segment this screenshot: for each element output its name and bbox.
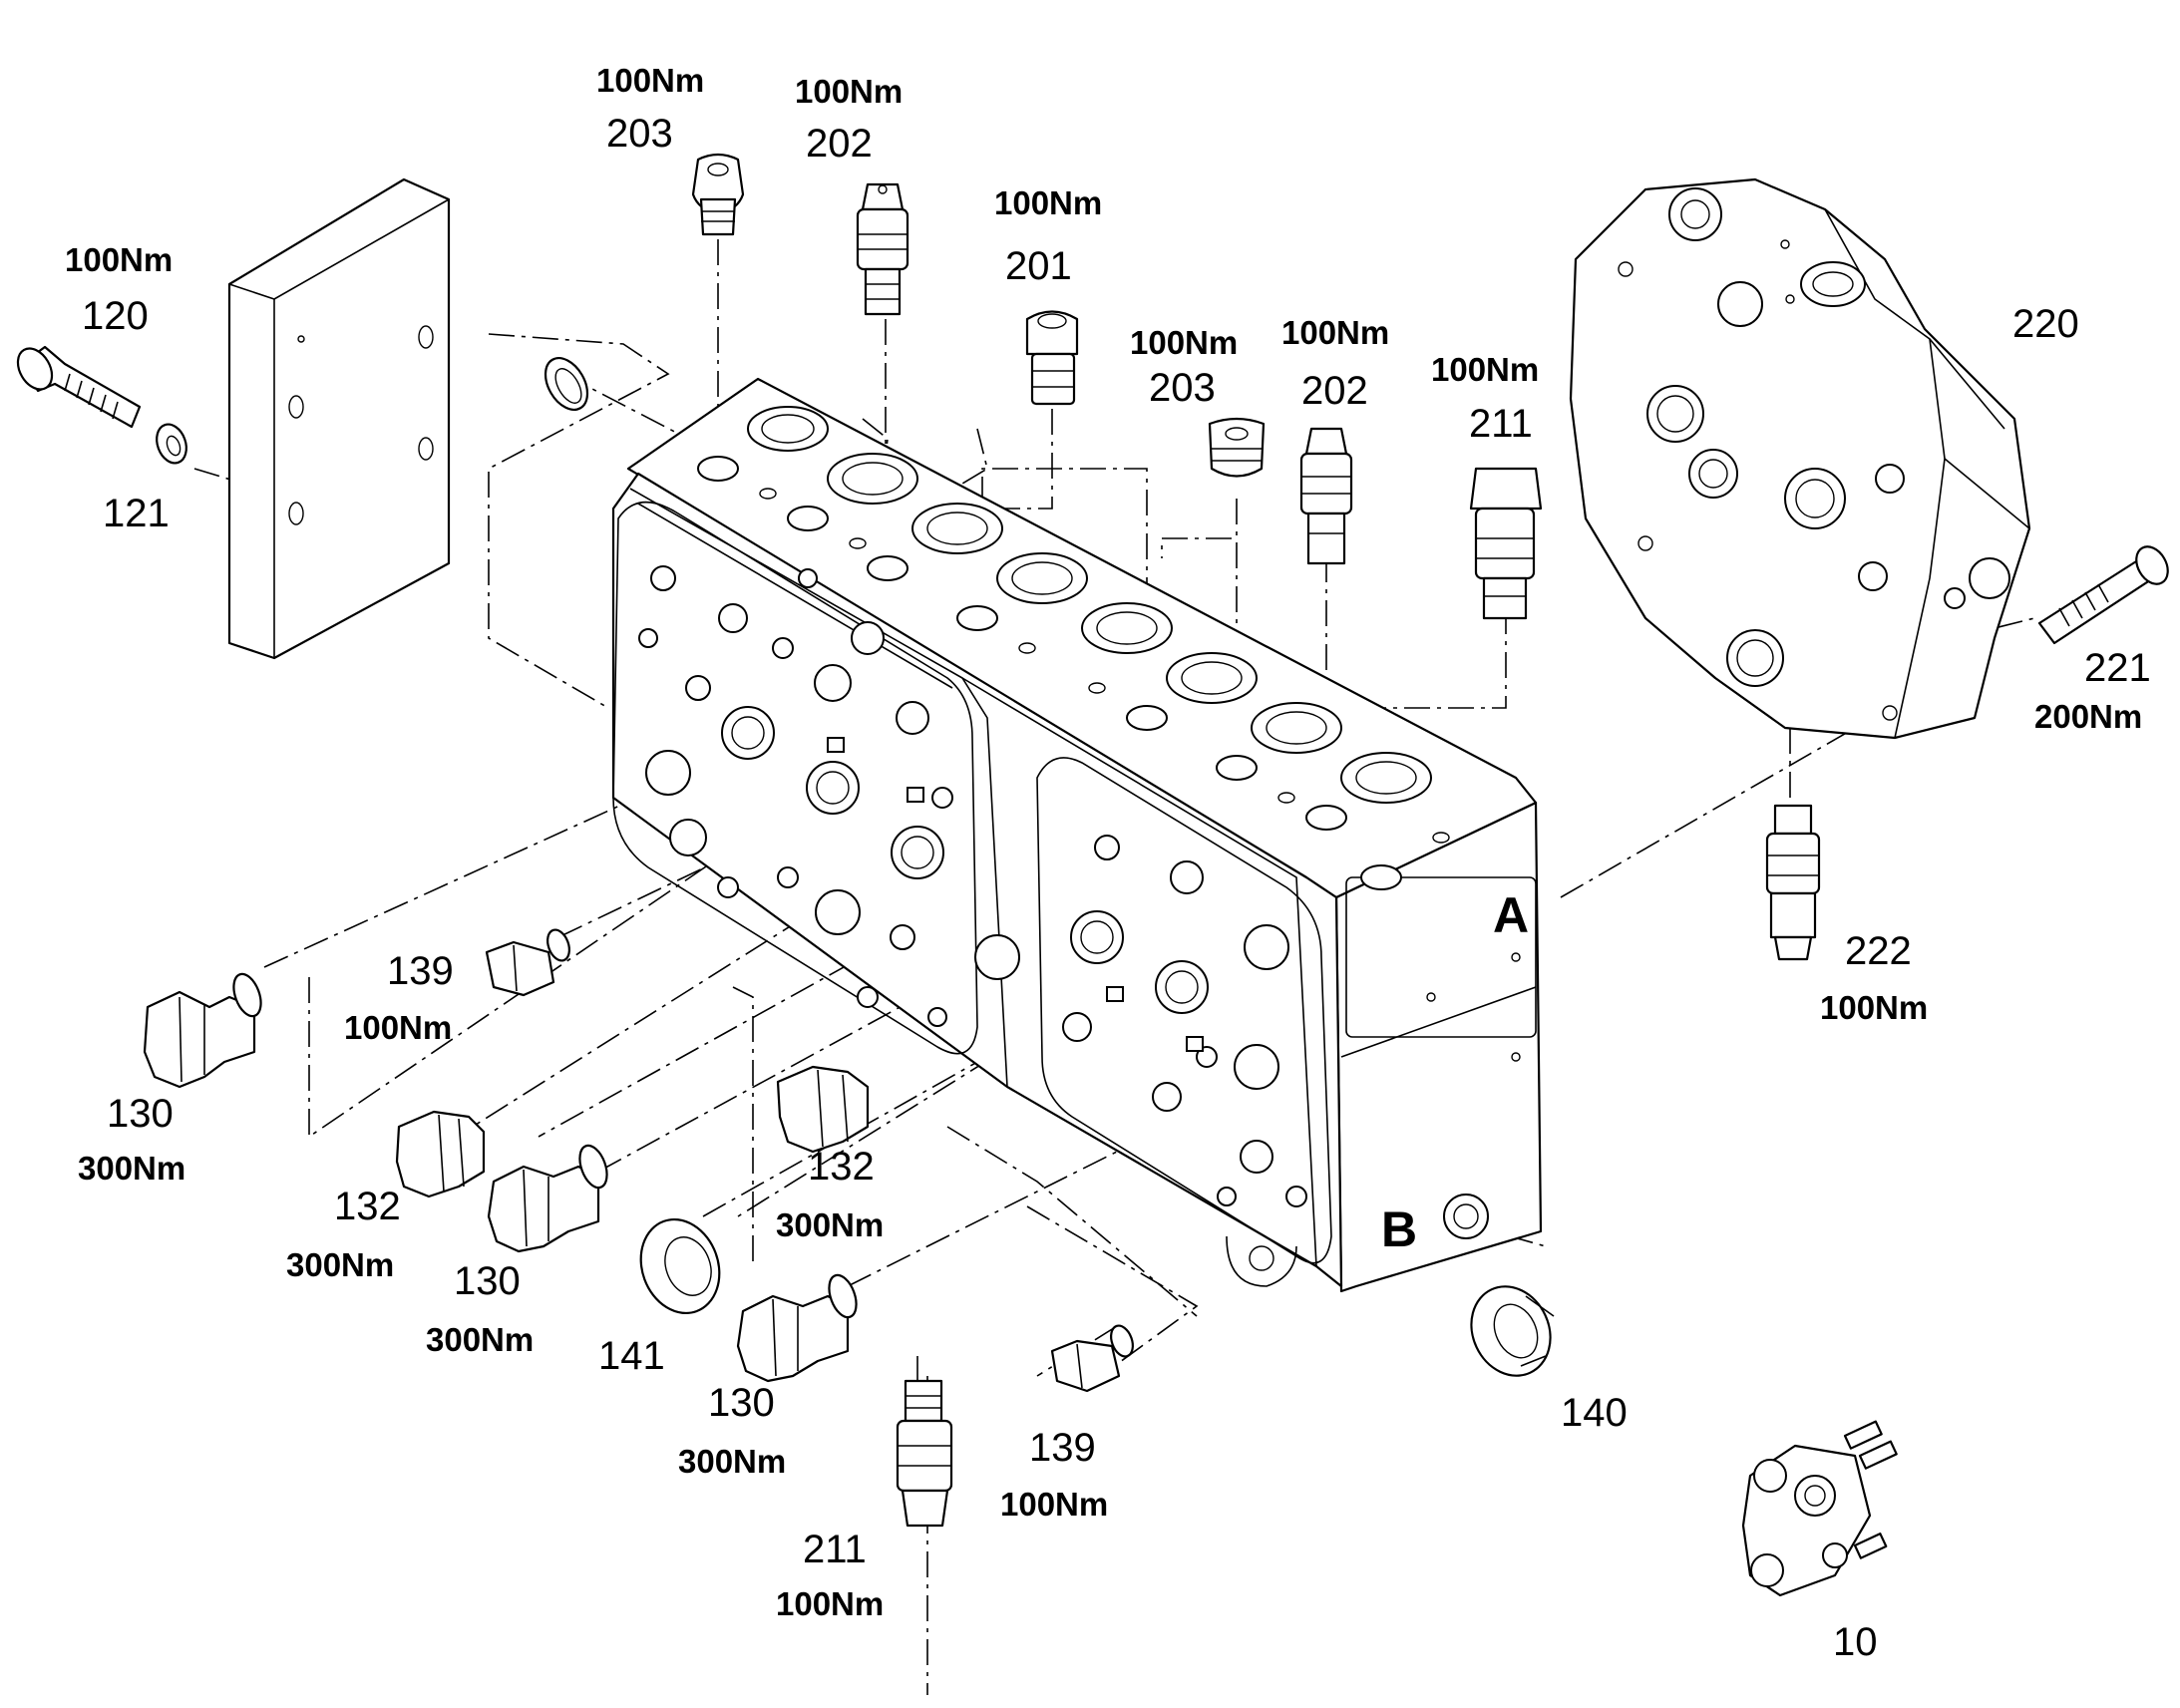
callout-211-top-number: 211 [1469, 402, 1533, 446]
callout-221-number: 221 [2084, 646, 2151, 690]
plug-132-left [395, 1110, 486, 1198]
callout-211-top-torque: 100Nm [1431, 351, 1539, 388]
washer-121 [156, 423, 187, 465]
callout-121-number: 121 [103, 492, 170, 535]
plug-130-left [143, 972, 262, 1089]
seal-141 [639, 1217, 721, 1315]
callout-203-mid-number: 203 [1149, 366, 1216, 410]
callout-220-number: 220 [2012, 302, 2079, 346]
callout-139-low-number: 139 [1029, 1426, 1096, 1470]
callout-139-left-number: 139 [387, 949, 454, 993]
cartridge-202-mid [1299, 427, 1353, 565]
plug-132-mid [776, 1065, 870, 1154]
callout-130-left-number: 130 [107, 1092, 174, 1136]
plug-130-mid [487, 1144, 608, 1253]
callout-130-mid-torque: 300Nm [426, 1321, 534, 1358]
callout-120-number: 120 [82, 294, 149, 338]
seal-140 [1470, 1285, 1555, 1377]
callout-132-left-torque: 300Nm [286, 1246, 394, 1283]
end-cover-220 [1569, 177, 2031, 740]
callout-labels: 100Nm 203 100Nm 202 100Nm 201 100Nm 120 … [65, 62, 2151, 1664]
cartridge-222 [1765, 804, 1821, 961]
callout-130-low-number: 130 [708, 1381, 775, 1425]
callout-130-low-torque: 300Nm [678, 1443, 786, 1480]
callout-202-top-number: 202 [806, 122, 873, 166]
callout-132-mid-torque: 300Nm [776, 1206, 884, 1243]
callout-203-top-torque: 100Nm [596, 62, 704, 99]
callout-222-number: 222 [1845, 929, 1912, 973]
cartridge-201 [1025, 310, 1079, 406]
callout-202-top-torque: 100Nm [795, 73, 903, 110]
callout-10-number: 10 [1833, 1620, 1878, 1664]
gasket-plate [227, 177, 451, 660]
callout-141-number: 141 [598, 1334, 665, 1378]
cartridge-203-top [691, 153, 745, 236]
cartridge-211-low [896, 1379, 953, 1528]
valve-block [611, 377, 1543, 1293]
bolt-221 [2037, 545, 2169, 645]
flange-10 [1741, 1420, 1898, 1597]
callout-120-torque: 100Nm [65, 241, 173, 278]
callout-203-mid-torque: 100Nm [1130, 324, 1238, 361]
o-ring [544, 357, 589, 411]
callout-202-mid-number: 202 [1301, 369, 1368, 413]
cartridge-203-mid [1208, 417, 1266, 478]
callout-202-mid-torque: 100Nm [1281, 314, 1389, 351]
cartridge-211-top [1469, 467, 1543, 620]
callout-140-number: 140 [1561, 1391, 1628, 1435]
port-label-a: A [1493, 887, 1529, 943]
callout-130-left-torque: 300Nm [78, 1150, 185, 1187]
callout-130-mid-number: 130 [454, 1259, 521, 1303]
callout-201-torque: 100Nm [994, 184, 1102, 221]
plug-139-low [1050, 1324, 1134, 1393]
callout-211-low-torque: 100Nm [776, 1585, 884, 1622]
plug-130-low [736, 1273, 858, 1383]
callout-139-left-torque: 100Nm [344, 1009, 452, 1046]
cartridge-202-top [856, 182, 909, 316]
callout-132-left-number: 132 [334, 1185, 401, 1228]
callout-221-torque: 200Nm [2034, 698, 2142, 735]
callout-222-torque: 100Nm [1820, 989, 1928, 1026]
bolt-120 [16, 345, 142, 429]
callout-203-top-number: 203 [606, 112, 673, 156]
callout-211-low-number: 211 [803, 1528, 867, 1571]
callout-201-number: 201 [1005, 244, 1072, 288]
plug-139-left [485, 928, 570, 997]
callout-132-mid-number: 132 [808, 1145, 875, 1189]
port-label-b: B [1381, 1201, 1417, 1257]
callout-139-low-torque: 100Nm [1000, 1486, 1108, 1523]
